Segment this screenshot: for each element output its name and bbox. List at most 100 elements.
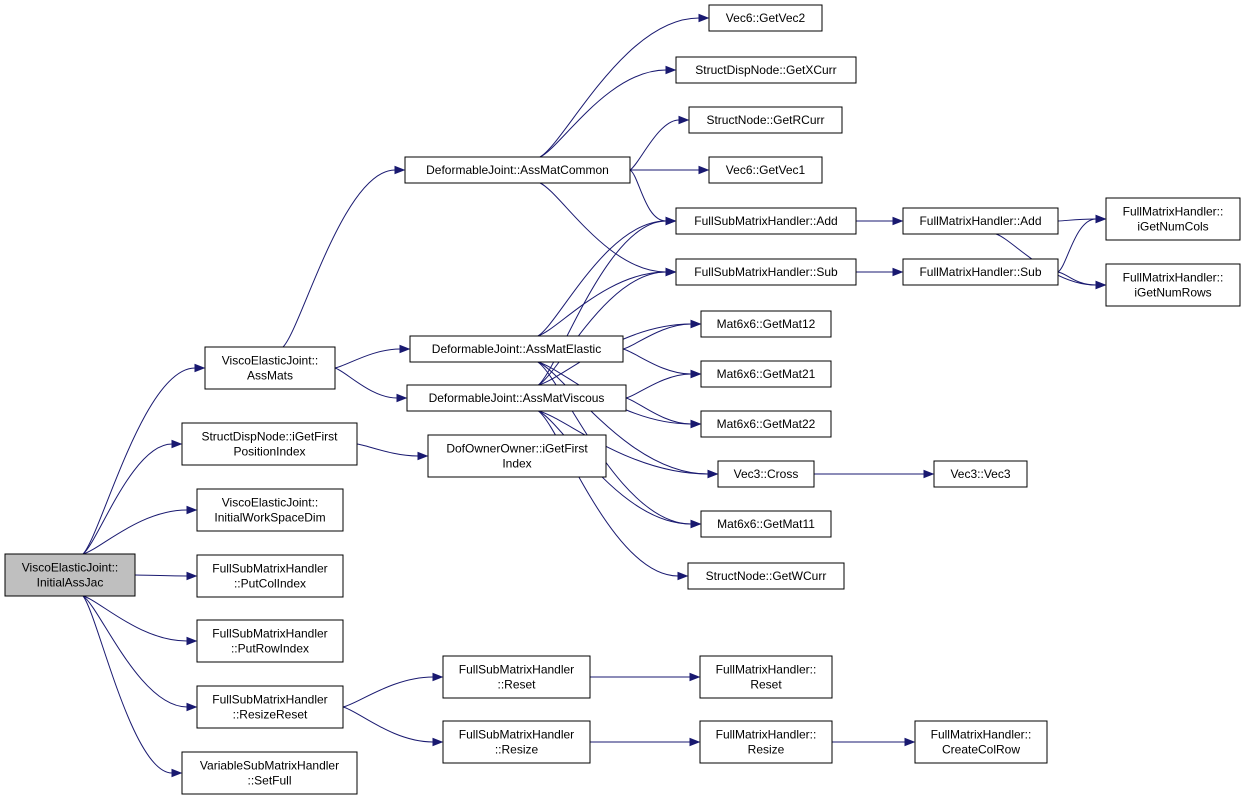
edge-arrowhead [171, 439, 183, 449]
node-fsmh_reset[interactable]: FullSubMatrixHandler::Reset [442, 655, 591, 699]
edge-line [356, 443, 419, 457]
node-dj_asscommon[interactable]: DeformableJoint::AssMatCommon [404, 156, 631, 184]
edge-arrowhead [186, 636, 198, 646]
node-label: FullMatrixHandler::Add [919, 214, 1041, 228]
edge-arrowhead [417, 451, 429, 461]
node-box [708, 156, 823, 184]
node-fmh_igetnumrows[interactable]: FullMatrixHandler::iGetNumRows [1105, 263, 1241, 307]
edge-line [342, 706, 434, 743]
node-label: DeformableJoint::AssMatViscous [429, 391, 605, 405]
node-fmh_reset[interactable]: FullMatrixHandler::Reset [699, 655, 833, 699]
node-mat_getmat12[interactable]: Mat6x6::GetMat12 [700, 310, 832, 338]
edge-line [538, 271, 667, 386]
node-label: FullSubMatrixHandler [212, 693, 327, 707]
node-vec3_vec3[interactable]: Vec3::Vec3 [933, 460, 1028, 488]
node-fsmh_resizereset[interactable]: FullSubMatrixHandler::ResizeReset [196, 685, 344, 729]
node-fsmh_resize[interactable]: FullSubMatrixHandler::Resize [442, 720, 591, 764]
node-label: ViscoElasticJoint:: [22, 561, 119, 575]
node-box [675, 207, 857, 235]
edge-dj_asscommon-to-fsmh_add [629, 169, 677, 226]
edge-arrowhead [186, 505, 198, 515]
node-label: DeformableJoint::AssMatElastic [432, 342, 601, 356]
node-box [196, 685, 344, 729]
node-box [914, 720, 1048, 764]
node-fmh_igetnumcols[interactable]: FullMatrixHandler::iGetNumCols [1105, 197, 1241, 241]
edge-dj_asscommon-to-vec6_getvec1 [630, 165, 710, 175]
node-fmh_sub[interactable]: FullMatrixHandler::Sub [902, 258, 1059, 286]
node-label: FullSubMatrixHandler [459, 728, 574, 742]
node-box [933, 460, 1028, 488]
node-label: ::PutColIndex [234, 577, 306, 591]
node-fmh_resize[interactable]: FullMatrixHandler::Resize [699, 720, 833, 764]
edge-line [334, 348, 401, 369]
edge-fsmh_resize-to-fmh_resize [589, 737, 701, 747]
edge-line [82, 595, 188, 708]
node-sn_getrcurr[interactable]: StructNode::GetRCurr [688, 106, 843, 134]
node-vec3_cross[interactable]: Vec3::Cross [717, 460, 815, 488]
node-fsmh_putcol[interactable]: FullSubMatrixHandler::PutColIndex [196, 554, 344, 598]
node-vsmh_setfull[interactable]: VariableSubMatrixHandler::SetFull [181, 751, 358, 795]
edge-line [539, 69, 667, 158]
node-dj_asselastic[interactable]: DeformableJoint::AssMatElastic [409, 335, 624, 363]
node-box [700, 510, 832, 538]
edge-arrowhead [690, 519, 702, 529]
node-sdn_getxcurr[interactable]: StructDispNode::GetXCurr [675, 56, 857, 84]
edge-line [334, 367, 398, 399]
node-vej_initialwork[interactable]: ViscoElasticJoint::InitialWorkSpaceDim [196, 488, 344, 532]
node-box [688, 106, 843, 134]
node-fsmh_sub[interactable]: FullSubMatrixHandler::Sub [675, 258, 857, 286]
node-mat_getmat11[interactable]: Mat6x6::GetMat11 [700, 510, 832, 538]
edge-line [342, 676, 434, 708]
node-fsmh_putrow[interactable]: FullSubMatrixHandler::PutRowIndex [196, 619, 344, 663]
edge-dj_assviscous-to-sn_getwcurr [538, 410, 689, 581]
node-box [1105, 197, 1241, 241]
edge-arrowhead [394, 165, 406, 175]
edge-line [539, 17, 700, 158]
node-box [699, 720, 833, 764]
edge-arrowhead [432, 672, 444, 682]
node-mat_getmat21[interactable]: Mat6x6::GetMat21 [700, 360, 832, 388]
node-box [442, 655, 591, 699]
node-box [409, 335, 624, 363]
node-fmh_createcolrow[interactable]: FullMatrixHandler::CreateColRow [914, 720, 1048, 764]
edge-arrowhead [707, 469, 719, 479]
node-label: FullSubMatrixHandler [212, 562, 327, 576]
edge-line [1057, 218, 1097, 222]
node-label: iGetNumRows [1134, 286, 1211, 300]
node-label: Vec3::Cross [734, 467, 799, 481]
node-vec6_getvec2[interactable]: Vec6::GetVec2 [708, 4, 823, 32]
node-label: Index [502, 457, 531, 471]
edge-fsmh_resizereset-to-fsmh_reset [342, 672, 444, 708]
edge-fsmh_add-to-fmh_add [856, 216, 904, 226]
node-box [717, 460, 815, 488]
node-label: Mat6x6::GetMat22 [717, 417, 816, 431]
node-box [196, 619, 344, 663]
node-label: AssMats [247, 369, 293, 383]
node-box [406, 384, 627, 412]
node-label: Mat6x6::GetMat12 [717, 317, 816, 331]
node-label: DeformableJoint::AssMatCommon [426, 163, 609, 177]
node-root[interactable]: ViscoElasticJoint::InitialAssJac [4, 553, 136, 597]
edge-line [537, 220, 667, 337]
node-mat_getmat22[interactable]: Mat6x6::GetMat22 [700, 410, 832, 438]
edge-line [538, 220, 667, 386]
node-label: ViscoElasticJoint:: [222, 496, 319, 510]
edge-dj_asselastic-to-fsmh_sub [537, 267, 677, 337]
edge-vej_assmats-to-dj_asselastic [334, 344, 411, 369]
node-fsmh_add[interactable]: FullSubMatrixHandler::Add [675, 207, 857, 235]
node-vej_assmats[interactable]: ViscoElasticJoint::AssMats [204, 346, 336, 390]
node-box [4, 553, 136, 597]
edge-line [82, 595, 173, 774]
node-fmh_add[interactable]: FullMatrixHandler::Add [902, 207, 1059, 235]
edge-dj_assviscous-to-fsmh_sub [538, 267, 677, 386]
node-sn_getwcurr[interactable]: StructNode::GetWCurr [687, 562, 845, 590]
node-box [196, 554, 344, 598]
edge-arrowhead [194, 363, 206, 373]
node-dj_assviscous[interactable]: DeformableJoint::AssMatViscous [406, 384, 627, 412]
edge-line [82, 367, 196, 555]
node-box [700, 310, 832, 338]
node-label: FullMatrixHandler:: [931, 728, 1032, 742]
node-vec6_getvec1[interactable]: Vec6::GetVec1 [708, 156, 823, 184]
